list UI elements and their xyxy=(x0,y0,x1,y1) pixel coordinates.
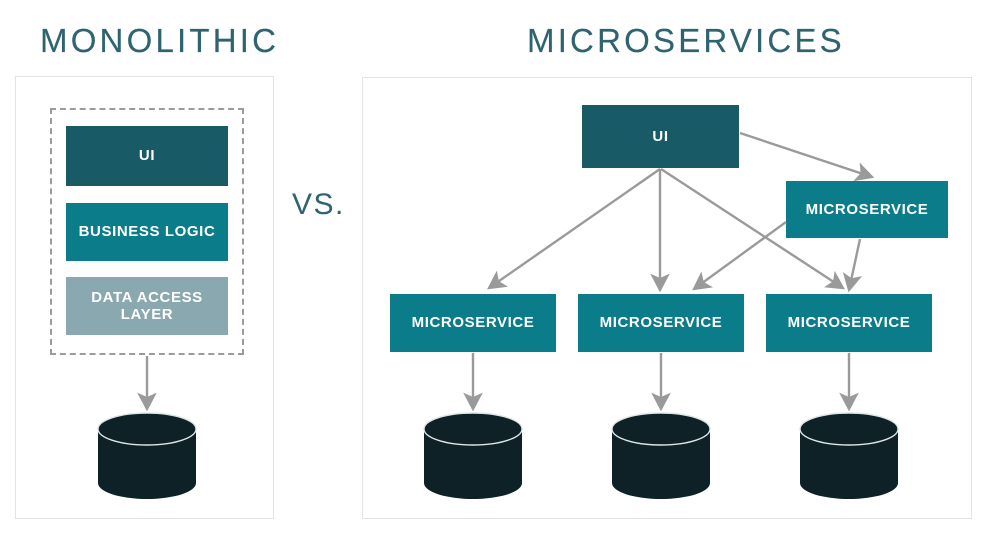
microservice-database-icon-1 xyxy=(423,412,523,499)
monolith-boundary-dashed-box xyxy=(50,108,244,355)
monolith-layer-business-logic[interactable]: BUSINESS LOGIC xyxy=(66,203,228,261)
microservices-ui-box[interactable]: UI xyxy=(582,105,739,168)
monolith-layer-ui[interactable]: UI xyxy=(66,126,228,186)
microservice-box-top-right[interactable]: MICROSERVICE xyxy=(786,181,948,238)
monolith-database-icon xyxy=(97,412,197,499)
versus-label: VS. xyxy=(292,188,345,221)
microservice-box-2[interactable]: MICROSERVICE xyxy=(578,294,744,352)
monolithic-title: MONOLITHIC xyxy=(40,22,280,59)
microservice-box-1[interactable]: MICROSERVICE xyxy=(390,294,556,352)
microservices-title: MICROSERVICES xyxy=(527,22,845,59)
microservice-database-icon-2 xyxy=(611,412,711,499)
microservice-database-icon-3 xyxy=(799,412,899,499)
monolith-layer-data-access[interactable]: DATA ACCESS LAYER xyxy=(66,277,228,335)
microservice-box-3[interactable]: MICROSERVICE xyxy=(766,294,932,352)
